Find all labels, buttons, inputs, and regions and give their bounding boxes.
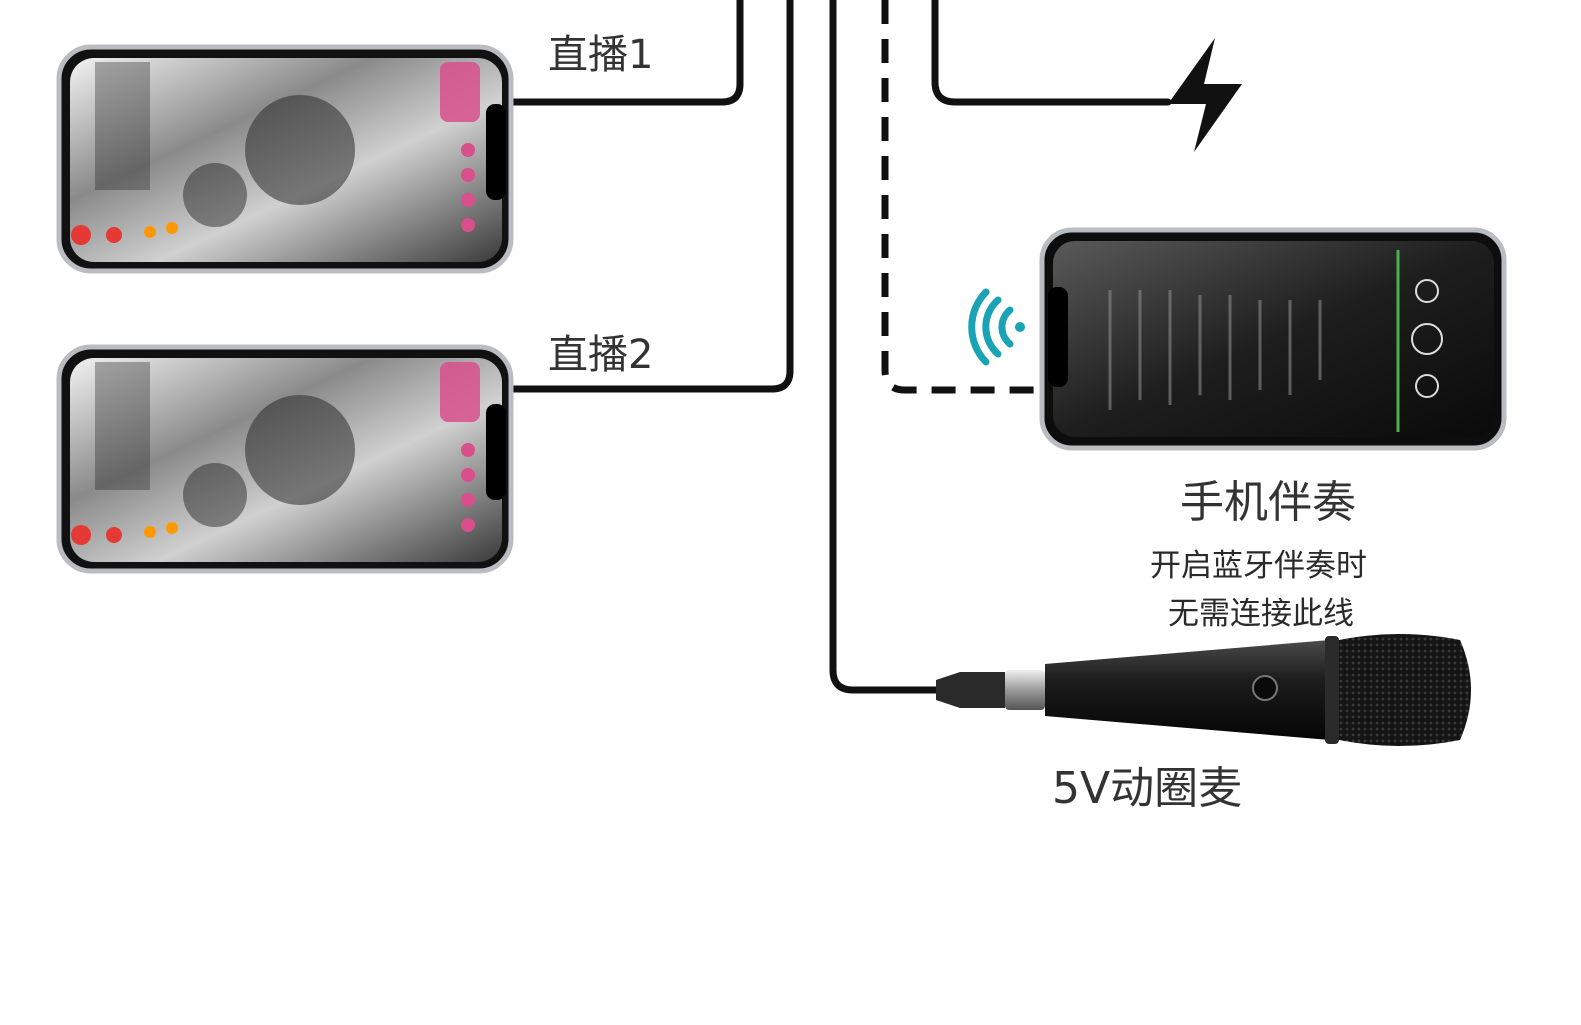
wireless-signal-icon	[972, 292, 1025, 362]
dynamic-microphone	[936, 634, 1471, 746]
phone-live-2	[59, 347, 511, 571]
label-bluetooth-note-line-1: 开启蓝牙伴奏时	[1150, 540, 1367, 585]
phone-accompaniment	[1042, 230, 1504, 448]
phone-live-1	[59, 47, 511, 271]
label-microphone: 5V动圈麦	[1052, 752, 1242, 816]
cable-microphone	[833, 0, 940, 690]
cable-accompaniment-dashed	[885, 0, 1040, 390]
label-live-2: 直播2	[548, 322, 653, 380]
label-bluetooth-note-line-2: 无需连接此线	[1168, 588, 1354, 633]
label-live-1: 直播1	[548, 22, 653, 80]
lightning-bolt-icon	[1168, 38, 1242, 152]
label-phone-accompaniment: 手机伴奏	[1180, 466, 1356, 530]
cable-power	[935, 0, 1168, 102]
